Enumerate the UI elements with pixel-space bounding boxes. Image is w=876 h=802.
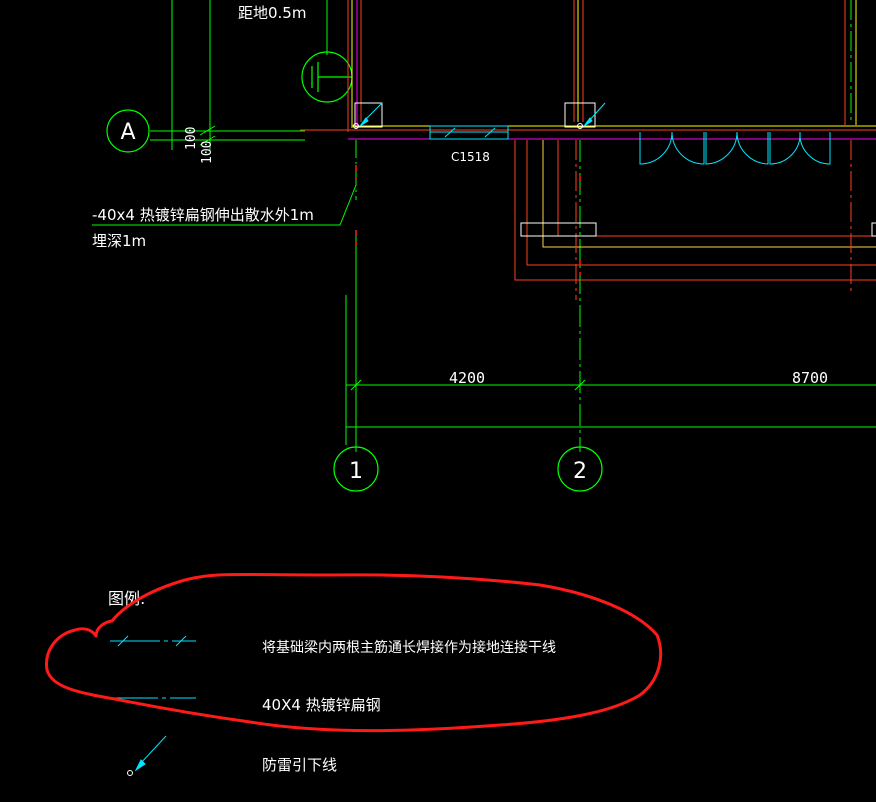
axis-bubble-2	[557, 446, 603, 492]
axis-1-label: 1	[349, 459, 363, 484]
down-conductor-symbols	[353, 102, 606, 129]
steel-note-leader	[92, 184, 357, 226]
window-c1518	[429, 125, 509, 140]
axis-bubble-1	[333, 446, 379, 492]
ground-distance-label: 距地0.5m	[238, 4, 306, 22]
doors	[638, 125, 831, 165]
legend-item-main-rebar: 将基础梁内两根主筋通长焊接作为接地连接干线	[262, 639, 556, 656]
dimension-4200-label: 4200	[449, 369, 485, 387]
legend-symbol-down-conductor	[127, 735, 167, 776]
red-markup-circle	[45, 572, 663, 733]
dim-tick-1	[350, 379, 362, 391]
axis-a-label: A	[120, 120, 135, 145]
offset-label-b: 100	[200, 141, 215, 164]
legend-symbol-main-rebar	[110, 635, 196, 647]
axis-grid	[92, 0, 876, 452]
steel-note-label: -40x4 热镀锌扁钢伸出散水外1m	[92, 206, 314, 224]
walls	[300, 0, 876, 300]
bury-depth-label: 埋深1m	[92, 232, 146, 250]
offset-ticks	[199, 125, 216, 146]
legend-item-steel-bar: 40X4 热镀锌扁钢	[262, 696, 381, 714]
grounding-steel-bar	[355, 165, 581, 275]
axis-bubble-a	[106, 109, 150, 153]
axis-bubbles	[106, 51, 603, 492]
axis-2-label: 2	[573, 459, 587, 484]
legend-item-down-conductor: 防雷引下线	[262, 756, 337, 774]
legend-title: 图例:	[108, 589, 145, 608]
window-tag-label: C1518	[451, 150, 490, 164]
offset-label-a: 100	[184, 127, 199, 150]
dim-tick-2	[574, 379, 586, 391]
legend: 图例: 将基础梁内两根主筋通长焊接作为接地连接干线 40X4 热镀锌扁钢 防雷引…	[108, 589, 556, 776]
dimension-8700-label: 8700	[792, 369, 828, 387]
